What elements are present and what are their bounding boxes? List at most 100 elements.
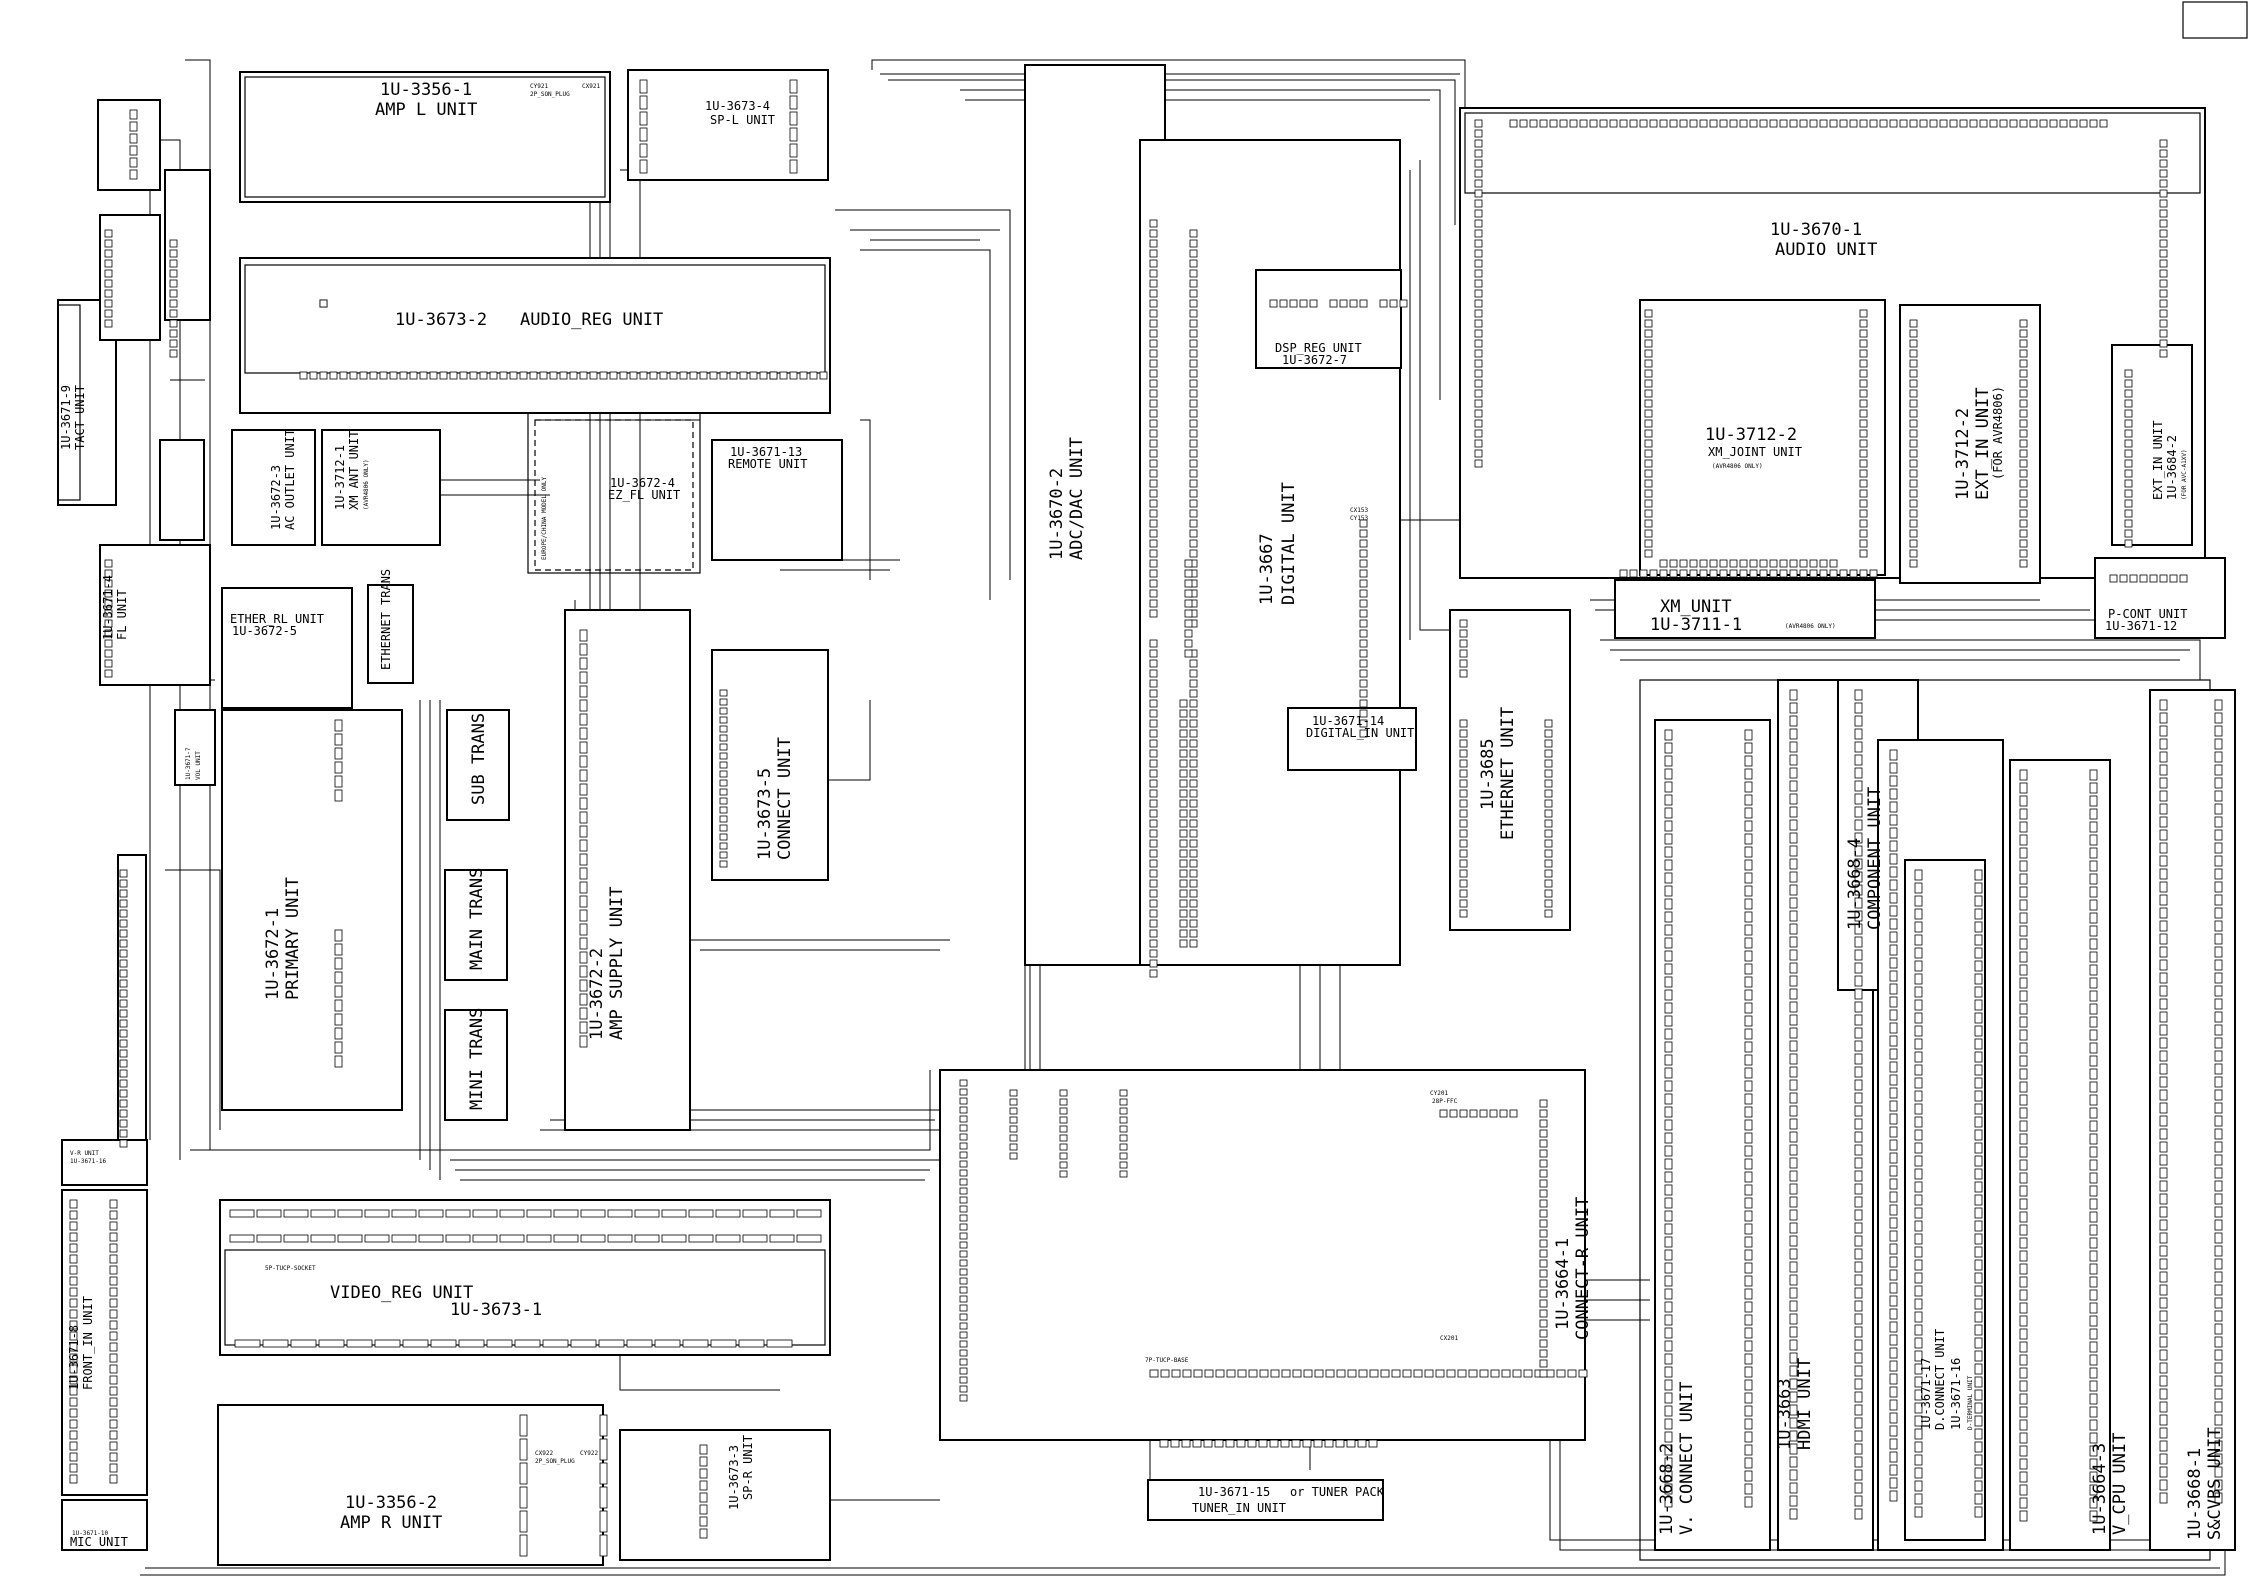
connector-pin	[1189, 349, 1198, 358]
ac-outlet-unit-box	[231, 429, 316, 546]
connector-pin	[959, 1115, 968, 1123]
connector-pin	[2019, 1029, 2028, 1041]
connector-pin	[1974, 1402, 1983, 1414]
connector-pin	[1359, 569, 1368, 578]
connector-pin	[1359, 659, 1368, 668]
connector-pin	[1914, 1220, 1923, 1232]
connector-pin	[2214, 699, 2223, 711]
connector-pin	[699, 1492, 708, 1503]
connector-pin	[1854, 1248, 1863, 1260]
connector-pin	[1149, 559, 1158, 568]
connector-pin	[109, 1474, 118, 1484]
connector-pin	[1914, 1428, 1923, 1440]
connector-pin	[1149, 499, 1158, 508]
connector-pin	[109, 1309, 118, 1319]
connector-pin	[1549, 119, 1558, 128]
connector-pin	[1149, 299, 1158, 308]
connector-pin	[1869, 119, 1878, 128]
cy921-label: CY921	[530, 83, 548, 90]
connector-pin	[2159, 1310, 2168, 1322]
connector-pin	[1769, 569, 1778, 578]
xm-joint-name: XM_JOINT UNIT	[1708, 445, 1802, 459]
connector-pin	[1189, 259, 1198, 268]
connector-pin	[2214, 1427, 2223, 1439]
connector-pin	[1664, 1119, 1673, 1131]
connector-pin	[1914, 1480, 1923, 1492]
connector-pin	[2019, 886, 2028, 898]
connector-pin	[1744, 794, 1753, 806]
connector-pin	[119, 1029, 128, 1038]
connector-pin	[1474, 409, 1483, 418]
connector-pin	[1744, 1002, 1753, 1014]
connector-pin	[119, 1099, 128, 1108]
connector-pin	[2214, 1323, 2223, 1335]
connector-pin	[2214, 816, 2223, 828]
connector-pin	[1889, 1178, 1898, 1190]
connector-pin	[1854, 1183, 1863, 1195]
connector-pin	[1059, 1089, 1068, 1097]
connector-pin	[1914, 1194, 1923, 1206]
connector-pin	[959, 1124, 968, 1132]
connector-pin	[1189, 889, 1198, 898]
connector-pin	[1644, 459, 1653, 468]
connector-pin	[1474, 399, 1483, 408]
connector-pin	[1744, 1145, 1753, 1157]
connector-pin	[2089, 925, 2098, 937]
connector-pin	[309, 371, 318, 380]
connector-pin	[2159, 219, 2168, 228]
connector-pin	[1854, 897, 1863, 909]
connector-pin	[1759, 119, 1768, 128]
connector-pin	[2019, 449, 2028, 458]
connector-pin	[1789, 119, 1798, 128]
pcont-unit-box	[2094, 557, 2226, 639]
video-reg-unit-box	[219, 1199, 831, 1356]
connector-pin	[1539, 1289, 1548, 1298]
connector-pin	[2214, 985, 2223, 997]
connector-pin	[449, 371, 458, 380]
connector-pin	[1859, 419, 1868, 428]
video-reg-name: VIDEO_REG UNIT	[330, 1283, 473, 1303]
pcont-id: 1U-3671-12	[2105, 619, 2177, 633]
connector-pin	[1664, 1002, 1673, 1014]
connector-pin	[1789, 1300, 1798, 1312]
connector-pin	[1539, 1199, 1548, 1208]
video-reg-id: 1U-3673-1	[450, 1300, 542, 1320]
connector-pin	[1789, 1287, 1798, 1299]
connector-pin	[1629, 569, 1638, 578]
digital-name: DIGITAL UNIT	[1279, 482, 1299, 605]
connector-pin	[1664, 1418, 1673, 1430]
connector-pin	[1889, 1048, 1898, 1060]
connector-pin	[109, 1243, 118, 1253]
connector-pin	[2124, 459, 2133, 468]
connector-pin	[2214, 1219, 2223, 1231]
connector-pin	[2019, 1094, 2028, 1106]
connector-pin	[1664, 859, 1673, 871]
connector-pin	[1889, 996, 1898, 1008]
connector-pin	[1789, 832, 1798, 844]
connector-pin	[1889, 1126, 1898, 1138]
connector-pin	[1149, 829, 1158, 838]
plug-label-l: 2P_SON_PLUG	[530, 91, 570, 98]
connector-pin	[1889, 801, 1898, 813]
connector-pin	[1854, 1261, 1863, 1273]
connector-pin	[2089, 951, 2098, 963]
connector-pin	[719, 761, 728, 769]
connector-pin	[769, 371, 778, 380]
connector-pin	[1854, 1014, 1863, 1026]
v-r-unit-box	[61, 1139, 148, 1186]
connector-pin	[1889, 944, 1898, 956]
connector-pin	[1184, 599, 1193, 608]
connector-pin	[1974, 1233, 1983, 1245]
connector-pin	[69, 1375, 78, 1385]
connector-pin	[1119, 1161, 1128, 1169]
vol-name: VOL UNIT	[195, 751, 202, 780]
connector-pin	[1789, 1469, 1798, 1481]
connector-pin	[1544, 779, 1553, 788]
connector-pin	[1744, 1132, 1753, 1144]
connector-pin	[789, 95, 798, 110]
connector-pin	[1854, 1118, 1863, 1130]
connector-pin	[1909, 399, 1918, 408]
connector-pin	[1889, 1191, 1898, 1203]
connector-pin	[1914, 1389, 1923, 1401]
connector-pin	[709, 371, 718, 380]
